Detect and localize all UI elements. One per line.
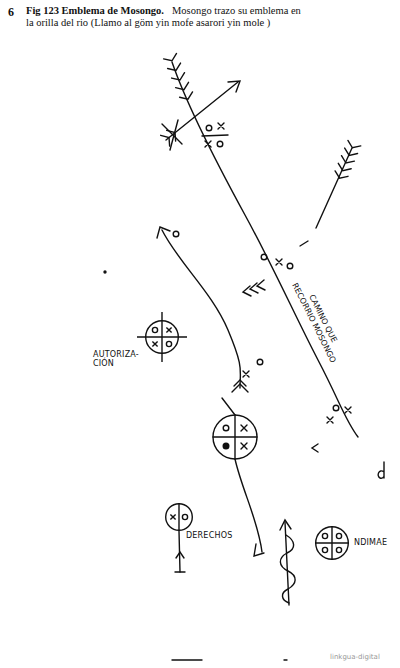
arrow-head — [157, 227, 170, 238]
emblem-circle: DERECHOS — [165, 503, 193, 531]
path-line — [162, 230, 240, 388]
x-mark — [243, 371, 249, 377]
x-mark — [218, 123, 224, 129]
x-mark — [327, 417, 333, 423]
emblem-circle: NDIMAE — [315, 526, 349, 560]
o-mark — [322, 547, 327, 552]
arrow-head — [312, 444, 318, 452]
fletch-stroke — [167, 130, 176, 141]
watermark: linkgua-digital — [330, 653, 380, 661]
o-mark — [182, 514, 187, 519]
o-mark — [173, 231, 179, 237]
cross-stroke — [213, 415, 257, 459]
o-mark — [322, 533, 327, 538]
path-line — [235, 459, 262, 552]
dash-mark — [300, 241, 308, 246]
circle-outline — [165, 503, 193, 531]
x-mark — [205, 141, 211, 147]
tail-mark — [232, 380, 248, 392]
emblem-label: NDIMAE — [354, 538, 387, 547]
fletch-stroke — [345, 148, 358, 155]
o-mark — [336, 533, 341, 538]
cross-stroke — [178, 503, 179, 531]
x-mark — [166, 327, 171, 332]
o-mark — [206, 125, 212, 131]
fletch-stroke — [335, 171, 348, 178]
fletch-stroke — [348, 140, 361, 147]
fletch-stroke — [172, 73, 185, 80]
fletch-stroke — [168, 63, 181, 70]
fletch-stroke — [164, 53, 177, 60]
figure-title: Fig 123 Emblema de Mosongo. — [26, 5, 164, 16]
header: Fig 123 Emblema de Mosongo.Mosongo trazo… — [26, 5, 304, 29]
d-mark — [378, 462, 384, 478]
fletch-stroke — [176, 82, 189, 89]
emblem-circle — [213, 415, 257, 459]
end-mark — [254, 544, 264, 556]
o-mark — [152, 327, 157, 332]
cross-stroke — [162, 120, 182, 150]
dot-mark — [104, 271, 106, 273]
o-mark — [223, 425, 229, 431]
crossbar — [202, 135, 228, 136]
emblem-label: AUTORIZA- CIÓN — [93, 350, 143, 368]
end-mark — [175, 552, 185, 572]
circle-outline — [145, 320, 179, 354]
path-line — [172, 62, 358, 437]
circle-outline — [315, 526, 349, 560]
o-mark — [217, 141, 223, 147]
fletch-stroke — [161, 135, 170, 146]
fletch-stroke — [341, 156, 354, 163]
page-number: 6 — [8, 5, 14, 20]
circle-ring — [166, 504, 193, 531]
fletch-stroke — [338, 163, 351, 170]
x-mark — [276, 259, 282, 265]
cross-stroke — [161, 312, 162, 362]
circle-ring — [316, 527, 349, 560]
x-mark — [170, 514, 175, 519]
arrow-head — [280, 520, 291, 530]
o-mark — [257, 359, 263, 365]
arrow-line — [166, 82, 238, 140]
o-mark — [287, 263, 293, 269]
x-mark — [345, 407, 351, 413]
emblem-circle: AUTORIZA- CIÓN — [145, 320, 179, 354]
o-mark — [261, 254, 267, 260]
stem-line — [222, 398, 235, 415]
o-mark — [336, 547, 341, 552]
arrow-head — [228, 81, 240, 92]
o-mark — [166, 341, 171, 346]
cross-stroke — [331, 526, 332, 560]
fletch-stroke — [180, 92, 193, 99]
emblem-label: DERECHOS — [186, 531, 232, 540]
x-mark — [241, 425, 247, 449]
x-mark — [152, 341, 157, 346]
feather-line — [316, 148, 352, 228]
rule-line — [172, 659, 287, 660]
chevron-mark — [243, 280, 265, 296]
dot-mark — [223, 443, 229, 449]
wave-line — [280, 535, 295, 603]
o-mark — [333, 405, 339, 411]
